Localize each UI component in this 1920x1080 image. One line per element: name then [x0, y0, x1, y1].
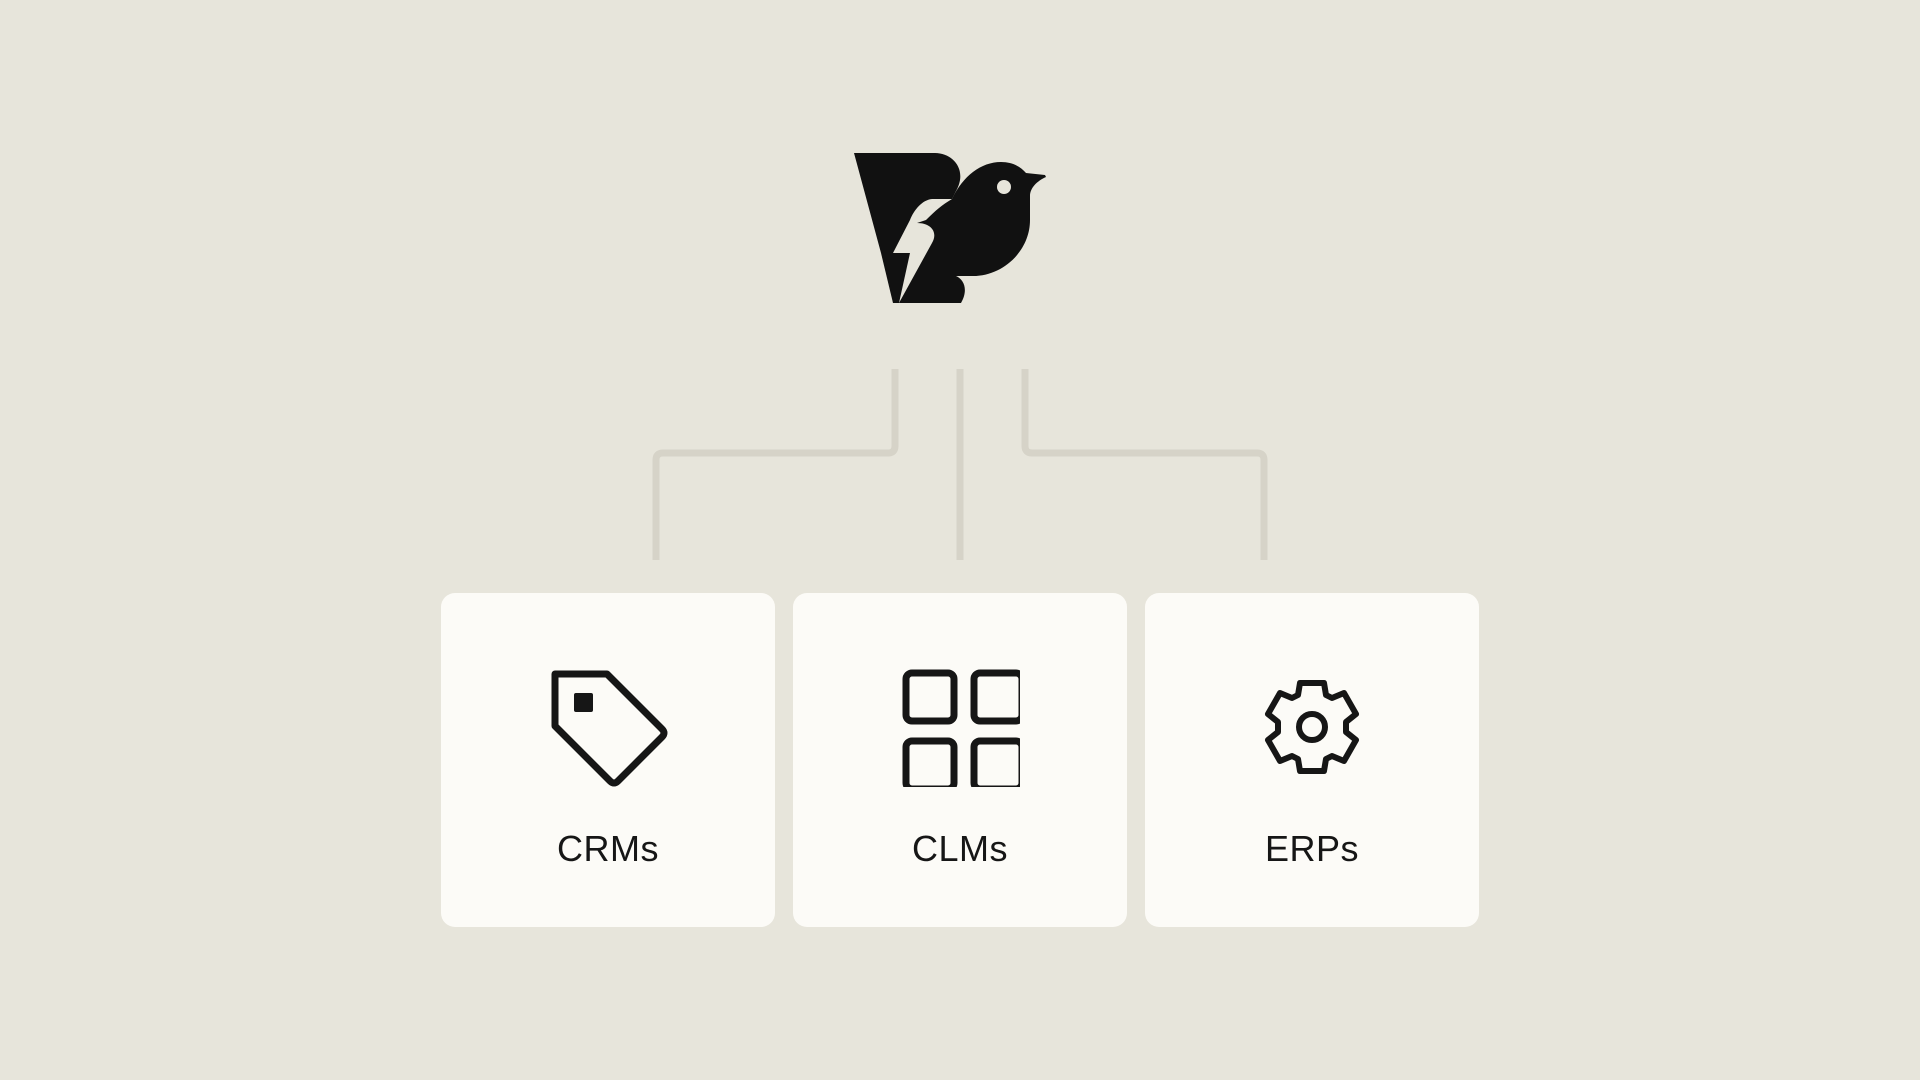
- card-label: CRMs: [557, 828, 659, 869]
- gear-icon: [1265, 680, 1359, 774]
- tag-icon: [551, 670, 668, 787]
- grid-icon: [902, 669, 1020, 787]
- card-label: ERPs: [1264, 828, 1360, 869]
- card-clms: CLMs: [793, 593, 1127, 927]
- card-crms: CRMs: [441, 593, 775, 927]
- connector-left: [652, 369, 899, 560]
- connector-right: [1021, 369, 1268, 560]
- bird-logo-icon: [854, 153, 1046, 303]
- card-erps: ERPs: [1145, 593, 1479, 927]
- card-label: CLMs: [911, 828, 1008, 869]
